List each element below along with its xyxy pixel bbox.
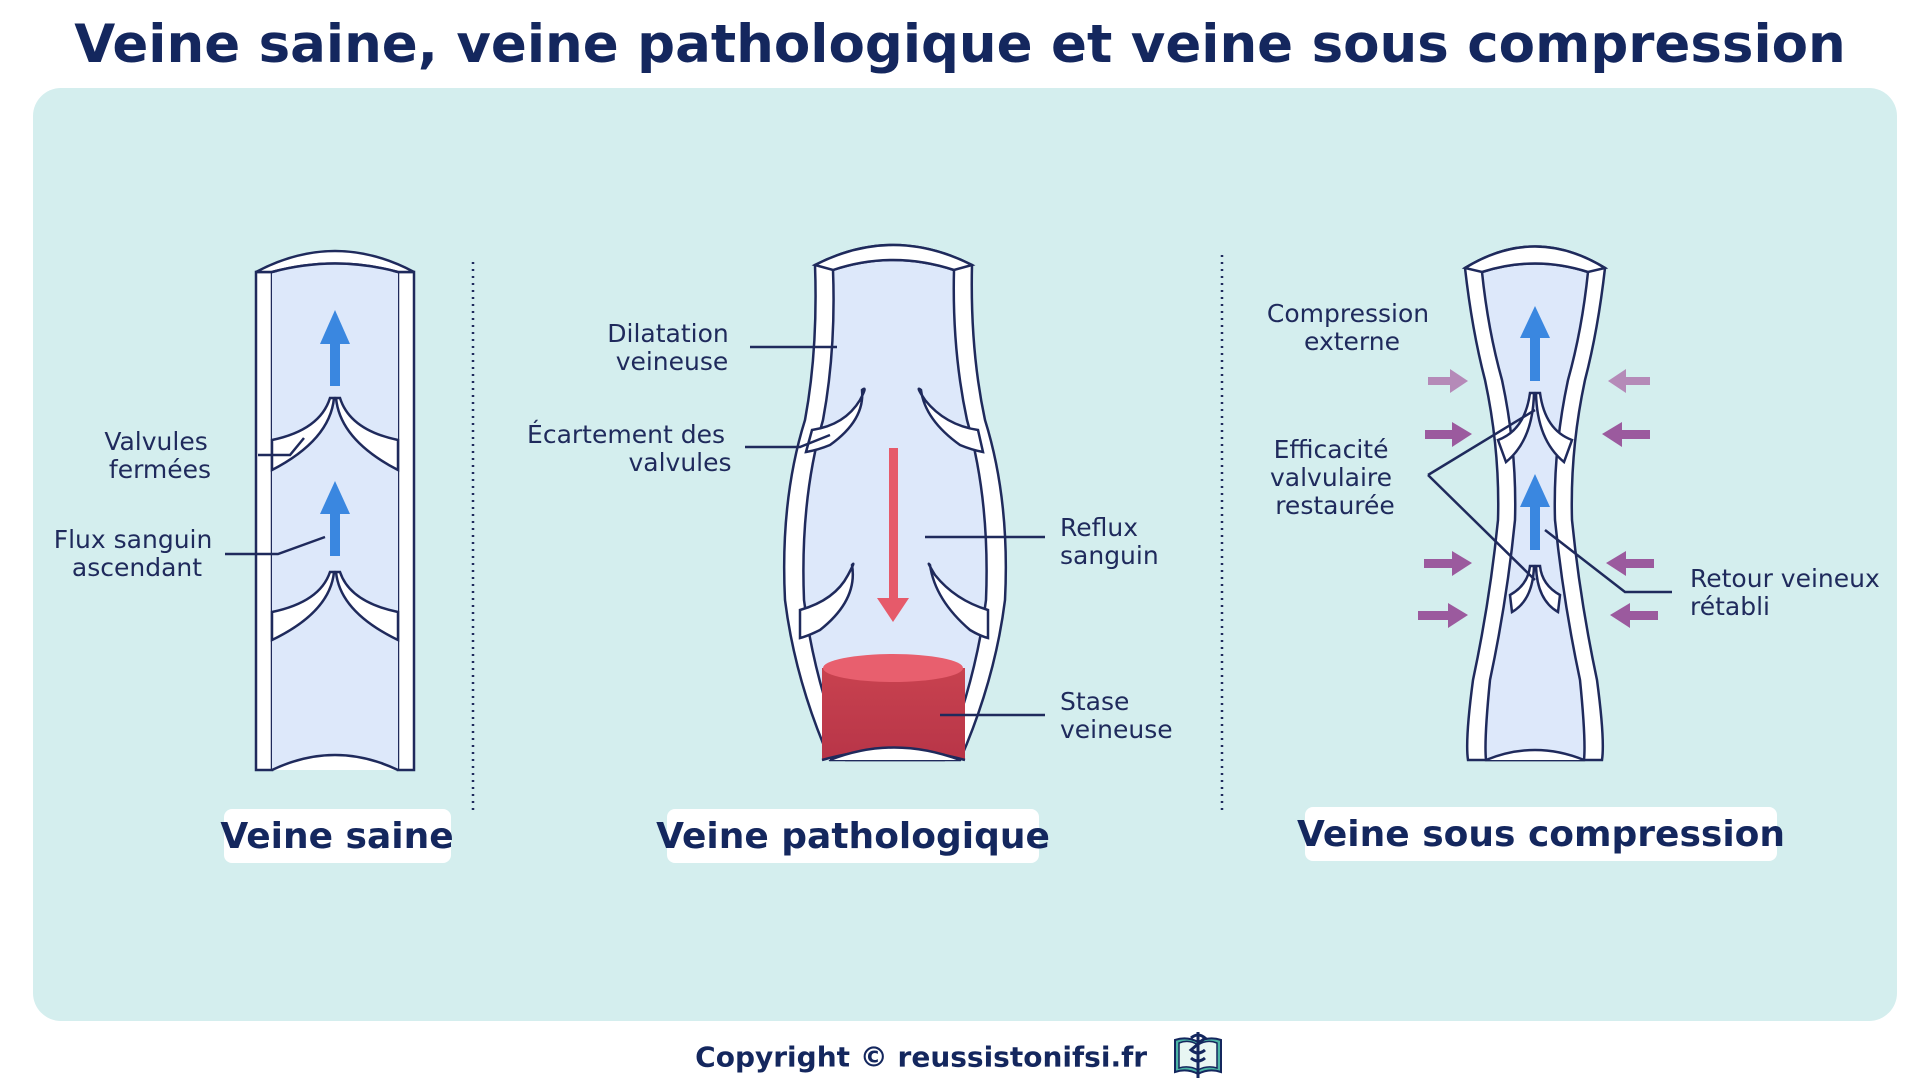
arrow-down-icon [877,448,909,622]
arrow-left-icon [1610,603,1658,628]
valve-closed [1508,564,1562,615]
name-box-pathological: Veine pathologique [656,809,1050,863]
valve-closed [1496,391,1574,465]
arrow-left-icon [1608,369,1650,393]
valve-open [798,562,990,640]
svg-text:Veine pathologique: Veine pathologique [656,816,1050,857]
arrow-up-icon [1520,306,1550,381]
svg-text:Veine saine: Veine saine [220,816,453,857]
name-box-compression: Veine sous compression [1297,807,1785,861]
label-valve-spread: Écartement des valvules [527,420,733,477]
label-valve-efficacy: Efficacité valvulaire restaurée [1270,435,1400,520]
label-external-compression: Compression externe [1267,299,1437,356]
arrow-right-icon [1418,603,1468,628]
valve-closed [270,396,400,473]
arrow-left-icon [1602,422,1650,447]
name-box-healthy: Veine saine [220,809,454,863]
label-valves-closed: Valvules fermées [104,427,215,484]
healthy-vein: Valvules fermées Flux sanguin ascendant [54,249,416,772]
arrow-up-icon [1520,474,1550,550]
arrow-right-icon [1424,551,1472,576]
page-title: Veine saine, veine pathologique et veine… [74,14,1846,75]
valve-closed [270,570,400,642]
label-venous-return: Retour veineux rétabli [1690,564,1888,621]
label-venous-dilation: Dilatation veineuse [607,319,736,376]
arrow-left-icon [1606,551,1654,576]
arrow-up-icon [320,310,350,386]
label-ascending-flow: Flux sanguin ascendant [54,525,221,582]
label-blood-reflux: Reflux sanguin [1060,513,1159,570]
valve-open [804,387,985,454]
pathological-vein: Dilatation veineuse Écartement des valvu… [527,243,1173,762]
footer: Copyright © reussistonifsi.fr [0,1028,1920,1089]
copyright-text: Copyright © reussistonifsi.fr [695,1040,1148,1074]
label-venous-stasis: Stase veineuse [1060,687,1173,744]
svg-text:Veine sous compression: Veine sous compression [1297,814,1785,855]
arrow-right-icon [1428,369,1468,393]
arrow-up-icon [320,481,350,556]
book-caduceus-icon [1171,1028,1225,1089]
arrow-right-icon [1425,422,1472,447]
stasis-pool [821,654,966,762]
compressed-vein: Compression externe Efficacité valvulair… [1267,245,1888,762]
